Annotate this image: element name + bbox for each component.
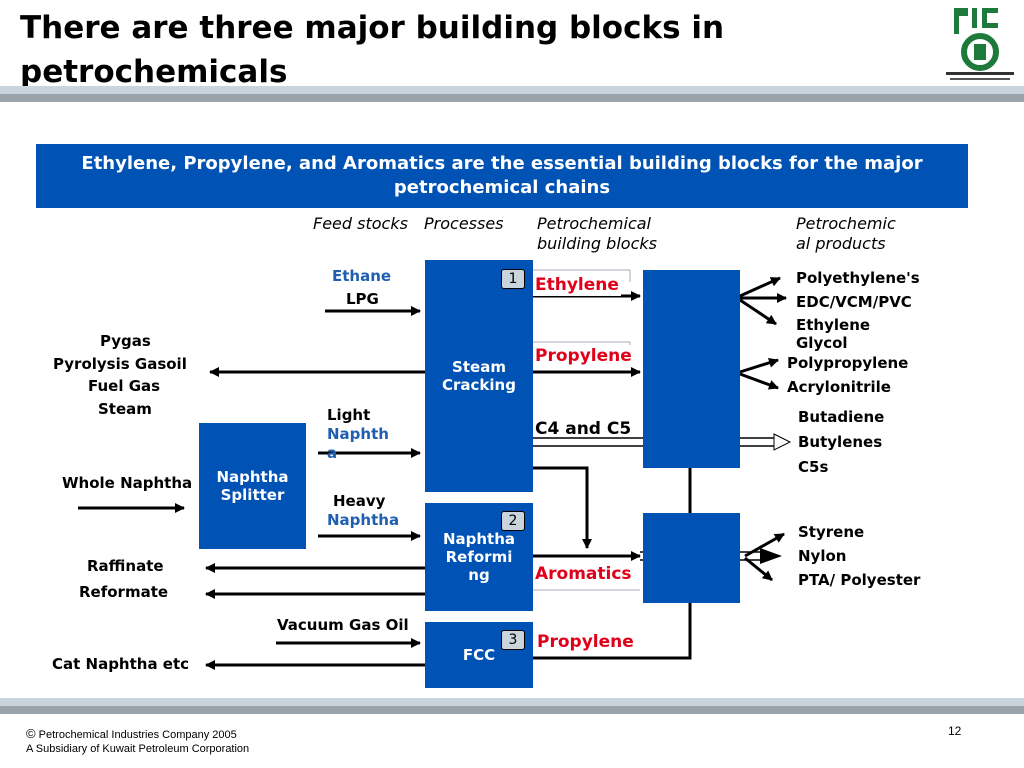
block-ethylene: Ethylene: [533, 274, 621, 296]
product-butylenes: Butylenes: [798, 433, 883, 451]
product-butadiene: Butadiene: [798, 408, 885, 426]
header-products: Petrochemic al products: [796, 214, 896, 253]
product-pta-polyester: PTA/ Polyester: [798, 571, 921, 589]
aromatics-derivatives-block: [643, 513, 740, 603]
feed-whole-naphtha: Whole Naphtha: [62, 474, 193, 492]
naphtha-splitter-box: Naphtha Splitter: [199, 423, 306, 549]
block-aromatics: Aromatics: [533, 563, 634, 585]
steam-cracking-box: Steam Cracking: [425, 260, 533, 492]
feed-pyrolysis-gasoil: Pyrolysis Gasoil: [53, 355, 187, 373]
feed-cat-naphtha: Cat Naphtha etc: [52, 655, 190, 673]
feed-heavy-naphtha: Naphtha: [327, 511, 400, 529]
marker-3: 3: [501, 630, 525, 650]
footer-company: Petrochemical Industries Company 2005: [38, 729, 237, 741]
footer-divider-dark: [0, 706, 1024, 714]
feed-light-naphtha: Naphtha: [327, 425, 389, 462]
block-propylene-fcc: Propylene: [535, 631, 636, 653]
naphtha-splitter-label: Naphtha Splitter: [216, 468, 289, 504]
feed-steam: Steam: [98, 400, 152, 418]
pic-logo-icon: [946, 8, 1014, 80]
ethylene-propylene-derivatives-block: [643, 270, 740, 468]
block-propylene: Propylene: [533, 345, 634, 367]
feed-light: Light: [327, 406, 371, 424]
arrow-fcc-propylene: [533, 381, 695, 660]
naphtha-reforming-label: Naphtha Reforming: [442, 530, 516, 584]
product-c5s: C5s: [798, 458, 829, 476]
fcc-label: FCC: [462, 646, 496, 664]
product-ethylene-glycol: Ethylene Glycol: [796, 316, 871, 352]
copyright-symbol: ©: [26, 726, 36, 741]
product-polyethylene: Polyethylene's: [796, 269, 920, 287]
feed-fuel-gas: Fuel Gas: [88, 377, 161, 395]
footer-subsidiary: A Subsidiary of Kuwait Petroleum Corpora…: [26, 743, 250, 755]
footer-divider-light: [0, 698, 1024, 706]
summary-banner: Ethylene, Propylene, and Aromatics are t…: [36, 144, 968, 208]
slide-title: There are three major building blocks in…: [20, 10, 725, 90]
product-polypropylene: Polypropylene: [787, 354, 909, 372]
product-acrylonitrile: Acrylonitrile: [787, 378, 891, 396]
product-styrene: Styrene: [798, 523, 865, 541]
feed-reformate: Reformate: [79, 583, 169, 601]
block-c4-c5: C4 and C5: [535, 419, 632, 439]
feed-raffinate: Raffinate: [87, 557, 164, 575]
feed-vacuum-gas-oil: Vacuum Gas Oil: [277, 616, 409, 634]
header-divider-dark: [0, 94, 1024, 102]
marker-2: 2: [501, 511, 525, 531]
feed-pygas: Pygas: [100, 332, 151, 350]
header-processes: Processes: [424, 214, 504, 233]
feed-heavy: Heavy: [333, 492, 386, 510]
pic-logo: [944, 4, 1016, 84]
header-feedstocks: Feed stocks: [313, 214, 408, 233]
marker-1: 1: [501, 269, 525, 289]
steam-cracking-label: Steam Cracking: [442, 358, 516, 394]
feed-lpg: LPG: [346, 290, 379, 308]
product-edc-vcm-pvc: EDC/VCM/PVC: [796, 293, 912, 311]
feed-ethane: Ethane: [332, 267, 392, 285]
footer-copyright: © Petrochemical Industries Company 2005: [26, 726, 237, 743]
header-building-blocks: Petrochemical building blocks: [537, 214, 657, 253]
product-nylon: Nylon: [798, 547, 847, 565]
arrow-c4-down: [533, 466, 592, 549]
page-number: 12: [948, 724, 962, 738]
header-divider-light: [0, 86, 1024, 94]
